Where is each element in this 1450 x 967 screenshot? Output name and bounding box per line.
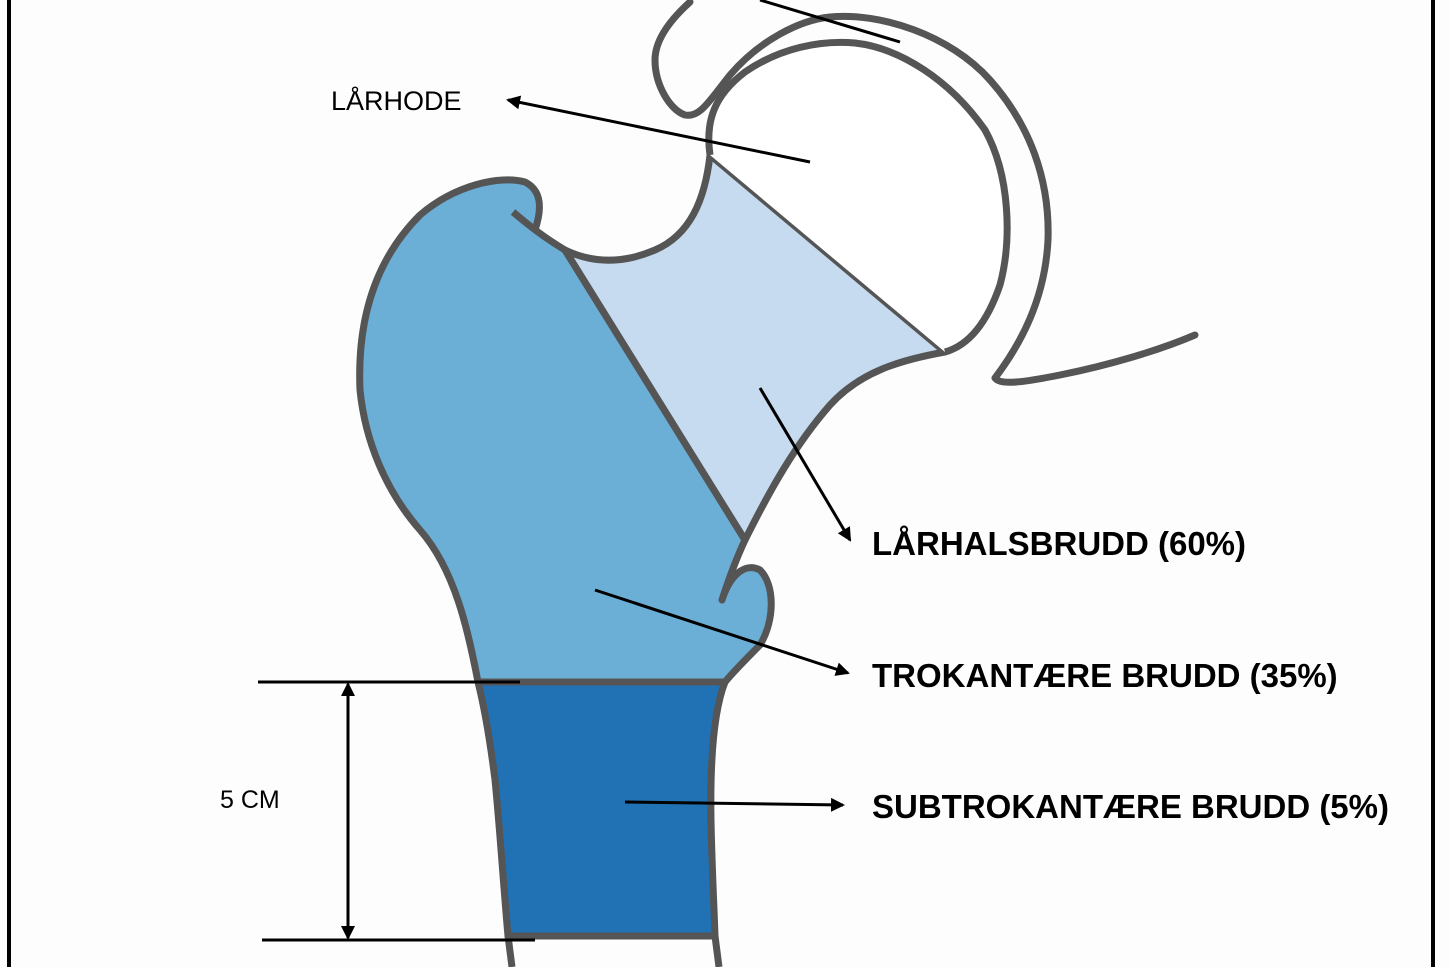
trochanteric-region <box>356 176 775 686</box>
top-pointer-line <box>759 0 901 44</box>
acetabulum <box>651 0 1199 386</box>
subtrochanteric-arrow <box>624 797 845 812</box>
label-subtrochanteric-fracture: SUBTROKANTÆRE BRUDD (5%) <box>872 788 1389 825</box>
label-neck-fracture: LÅRHALSBRUDD (60%) <box>872 525 1247 562</box>
label-dimension: 5 CM <box>220 786 280 814</box>
subtrochanteric-region <box>474 678 729 940</box>
label-head: LÅRHODE <box>331 86 462 116</box>
label-trochanteric-fracture: TROKANTÆRE BRUDD (35%) <box>872 657 1338 694</box>
head-arrow <box>506 95 811 164</box>
neck-region <box>561 151 949 544</box>
femoral-head <box>705 38 1011 356</box>
neck-arrow <box>758 387 852 542</box>
trochanteric-arrow <box>594 588 850 676</box>
femur-shaft <box>504 935 723 967</box>
